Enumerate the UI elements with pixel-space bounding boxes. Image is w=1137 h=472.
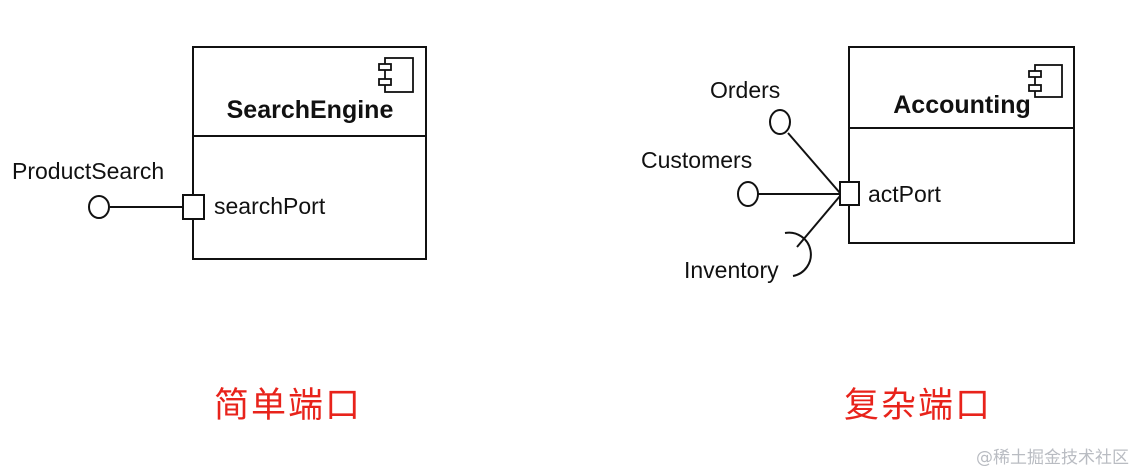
complex-port-caption: 复杂端口 (844, 386, 993, 426)
component-icon (378, 57, 414, 93)
complex-port-diagram: Accounting actPort Orders Customers Inve… (641, 46, 1075, 283)
act-port-square (839, 181, 860, 206)
search-port-label: searchPort (214, 193, 326, 219)
simple-port-caption: 简单端口 (214, 386, 363, 426)
accounting-component-name: Accounting (893, 91, 1031, 119)
simple-port-diagram: SearchEngine searchPort ProductSearch (12, 46, 427, 260)
orders-label: Orders (710, 77, 780, 103)
product-search-lollipop (88, 195, 110, 219)
customers-lollipop (737, 181, 759, 207)
act-port-label: actPort (868, 181, 941, 207)
orders-connector (787, 132, 841, 194)
orders-lollipop (769, 109, 791, 135)
search-engine-component-name: SearchEngine (227, 96, 394, 124)
watermark: @稀土掘金技术社区 (976, 448, 1129, 468)
inventory-socket (784, 231, 812, 277)
inventory-label: Inventory (684, 257, 779, 283)
component-icon (1028, 64, 1063, 98)
search-port-square (182, 194, 205, 220)
customers-label: Customers (641, 147, 752, 173)
product-search-label: ProductSearch (12, 158, 164, 184)
